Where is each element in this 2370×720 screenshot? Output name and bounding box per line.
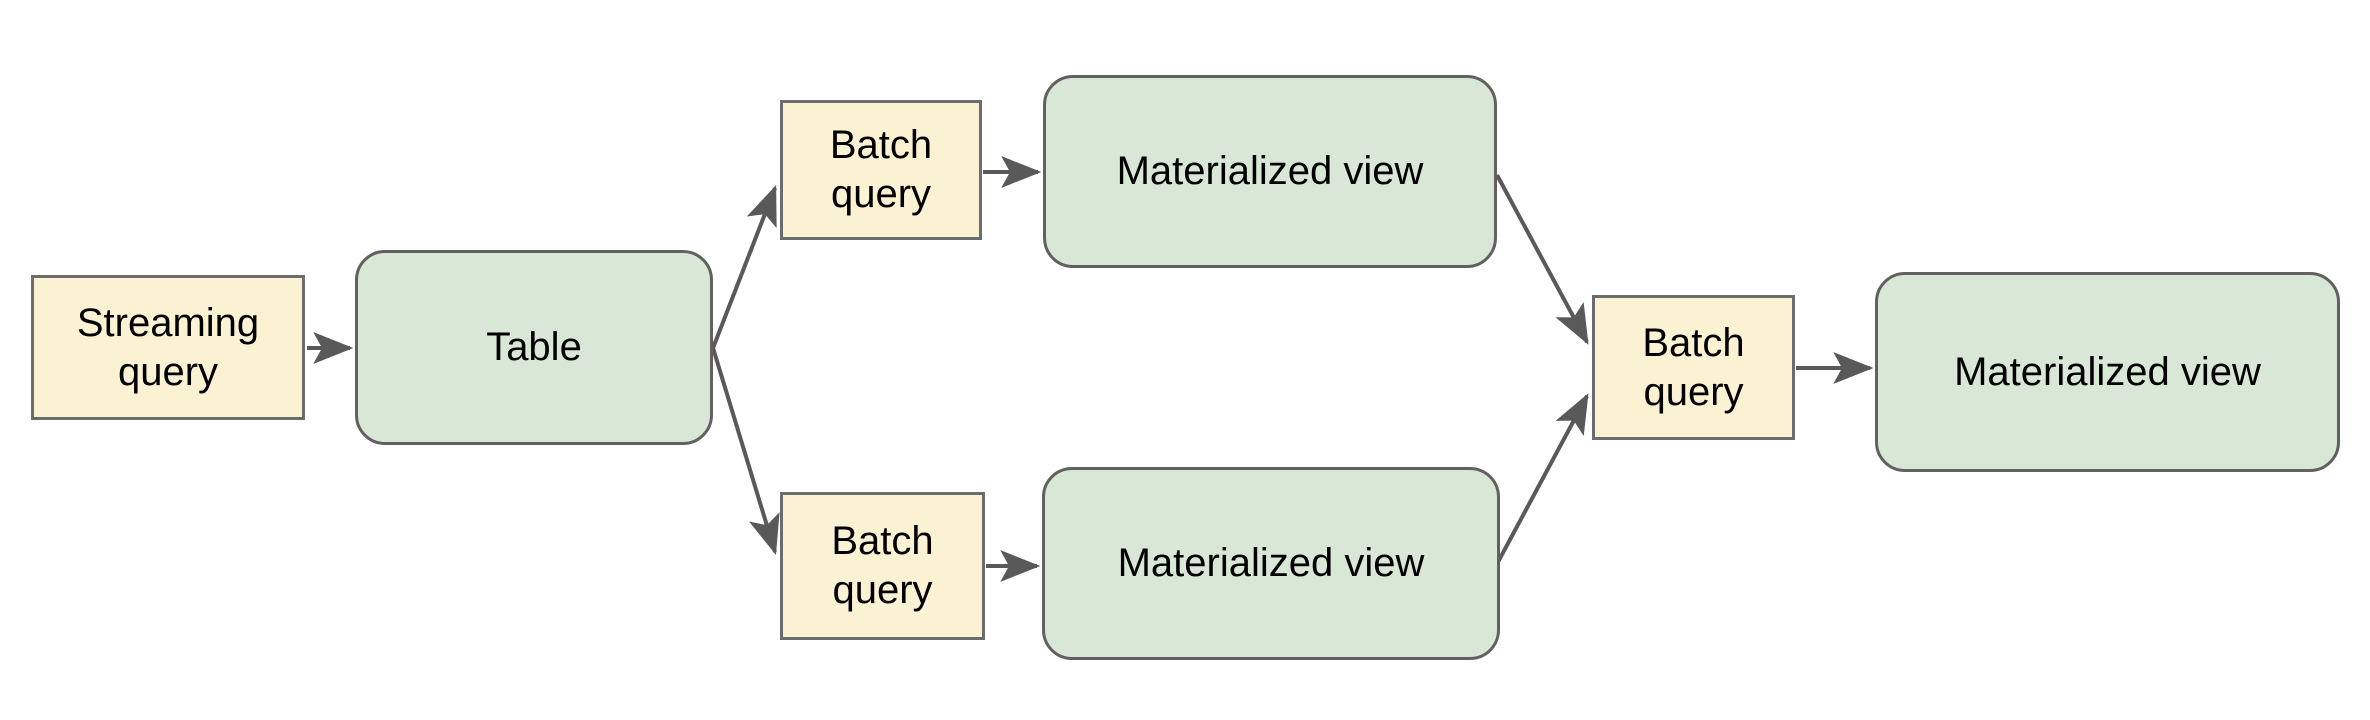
edge-table-to-batch-top bbox=[711, 185, 777, 349]
node-materialized-view-bottom[interactable]: Materialized view bbox=[1042, 467, 1500, 660]
node-materialized-view-top[interactable]: Materialized view bbox=[1043, 75, 1497, 268]
node-batch-query-top[interactable]: Batch query bbox=[780, 100, 982, 240]
node-label-materialized-view-bottom: Materialized view bbox=[1117, 541, 1425, 586]
node-label-streaming-query: Streaming query bbox=[76, 300, 260, 394]
node-table[interactable]: Table bbox=[355, 250, 713, 445]
node-label-batch-query-top: Batch query bbox=[829, 123, 933, 216]
node-materialized-view-right[interactable]: Materialized view bbox=[1875, 272, 2340, 472]
edge-mv-top-to-batch-center bbox=[1495, 174, 1589, 345]
node-batch-query-bottom[interactable]: Batch query bbox=[780, 492, 985, 640]
node-label-batch-query-center: Batch query bbox=[1642, 320, 1745, 414]
edge-mv-bottom-to-batch-center bbox=[1496, 393, 1589, 563]
node-label-materialized-view-right: Materialized view bbox=[1954, 349, 2261, 394]
node-label-table: Table bbox=[486, 325, 582, 370]
node-label-batch-query-bottom: Batch query bbox=[831, 519, 934, 612]
node-batch-query-center[interactable]: Batch query bbox=[1592, 295, 1795, 440]
edge-table-to-batch-bottom bbox=[711, 347, 780, 556]
node-label-materialized-view-top: Materialized view bbox=[1116, 149, 1424, 194]
node-streaming-query[interactable]: Streaming query bbox=[31, 275, 305, 420]
